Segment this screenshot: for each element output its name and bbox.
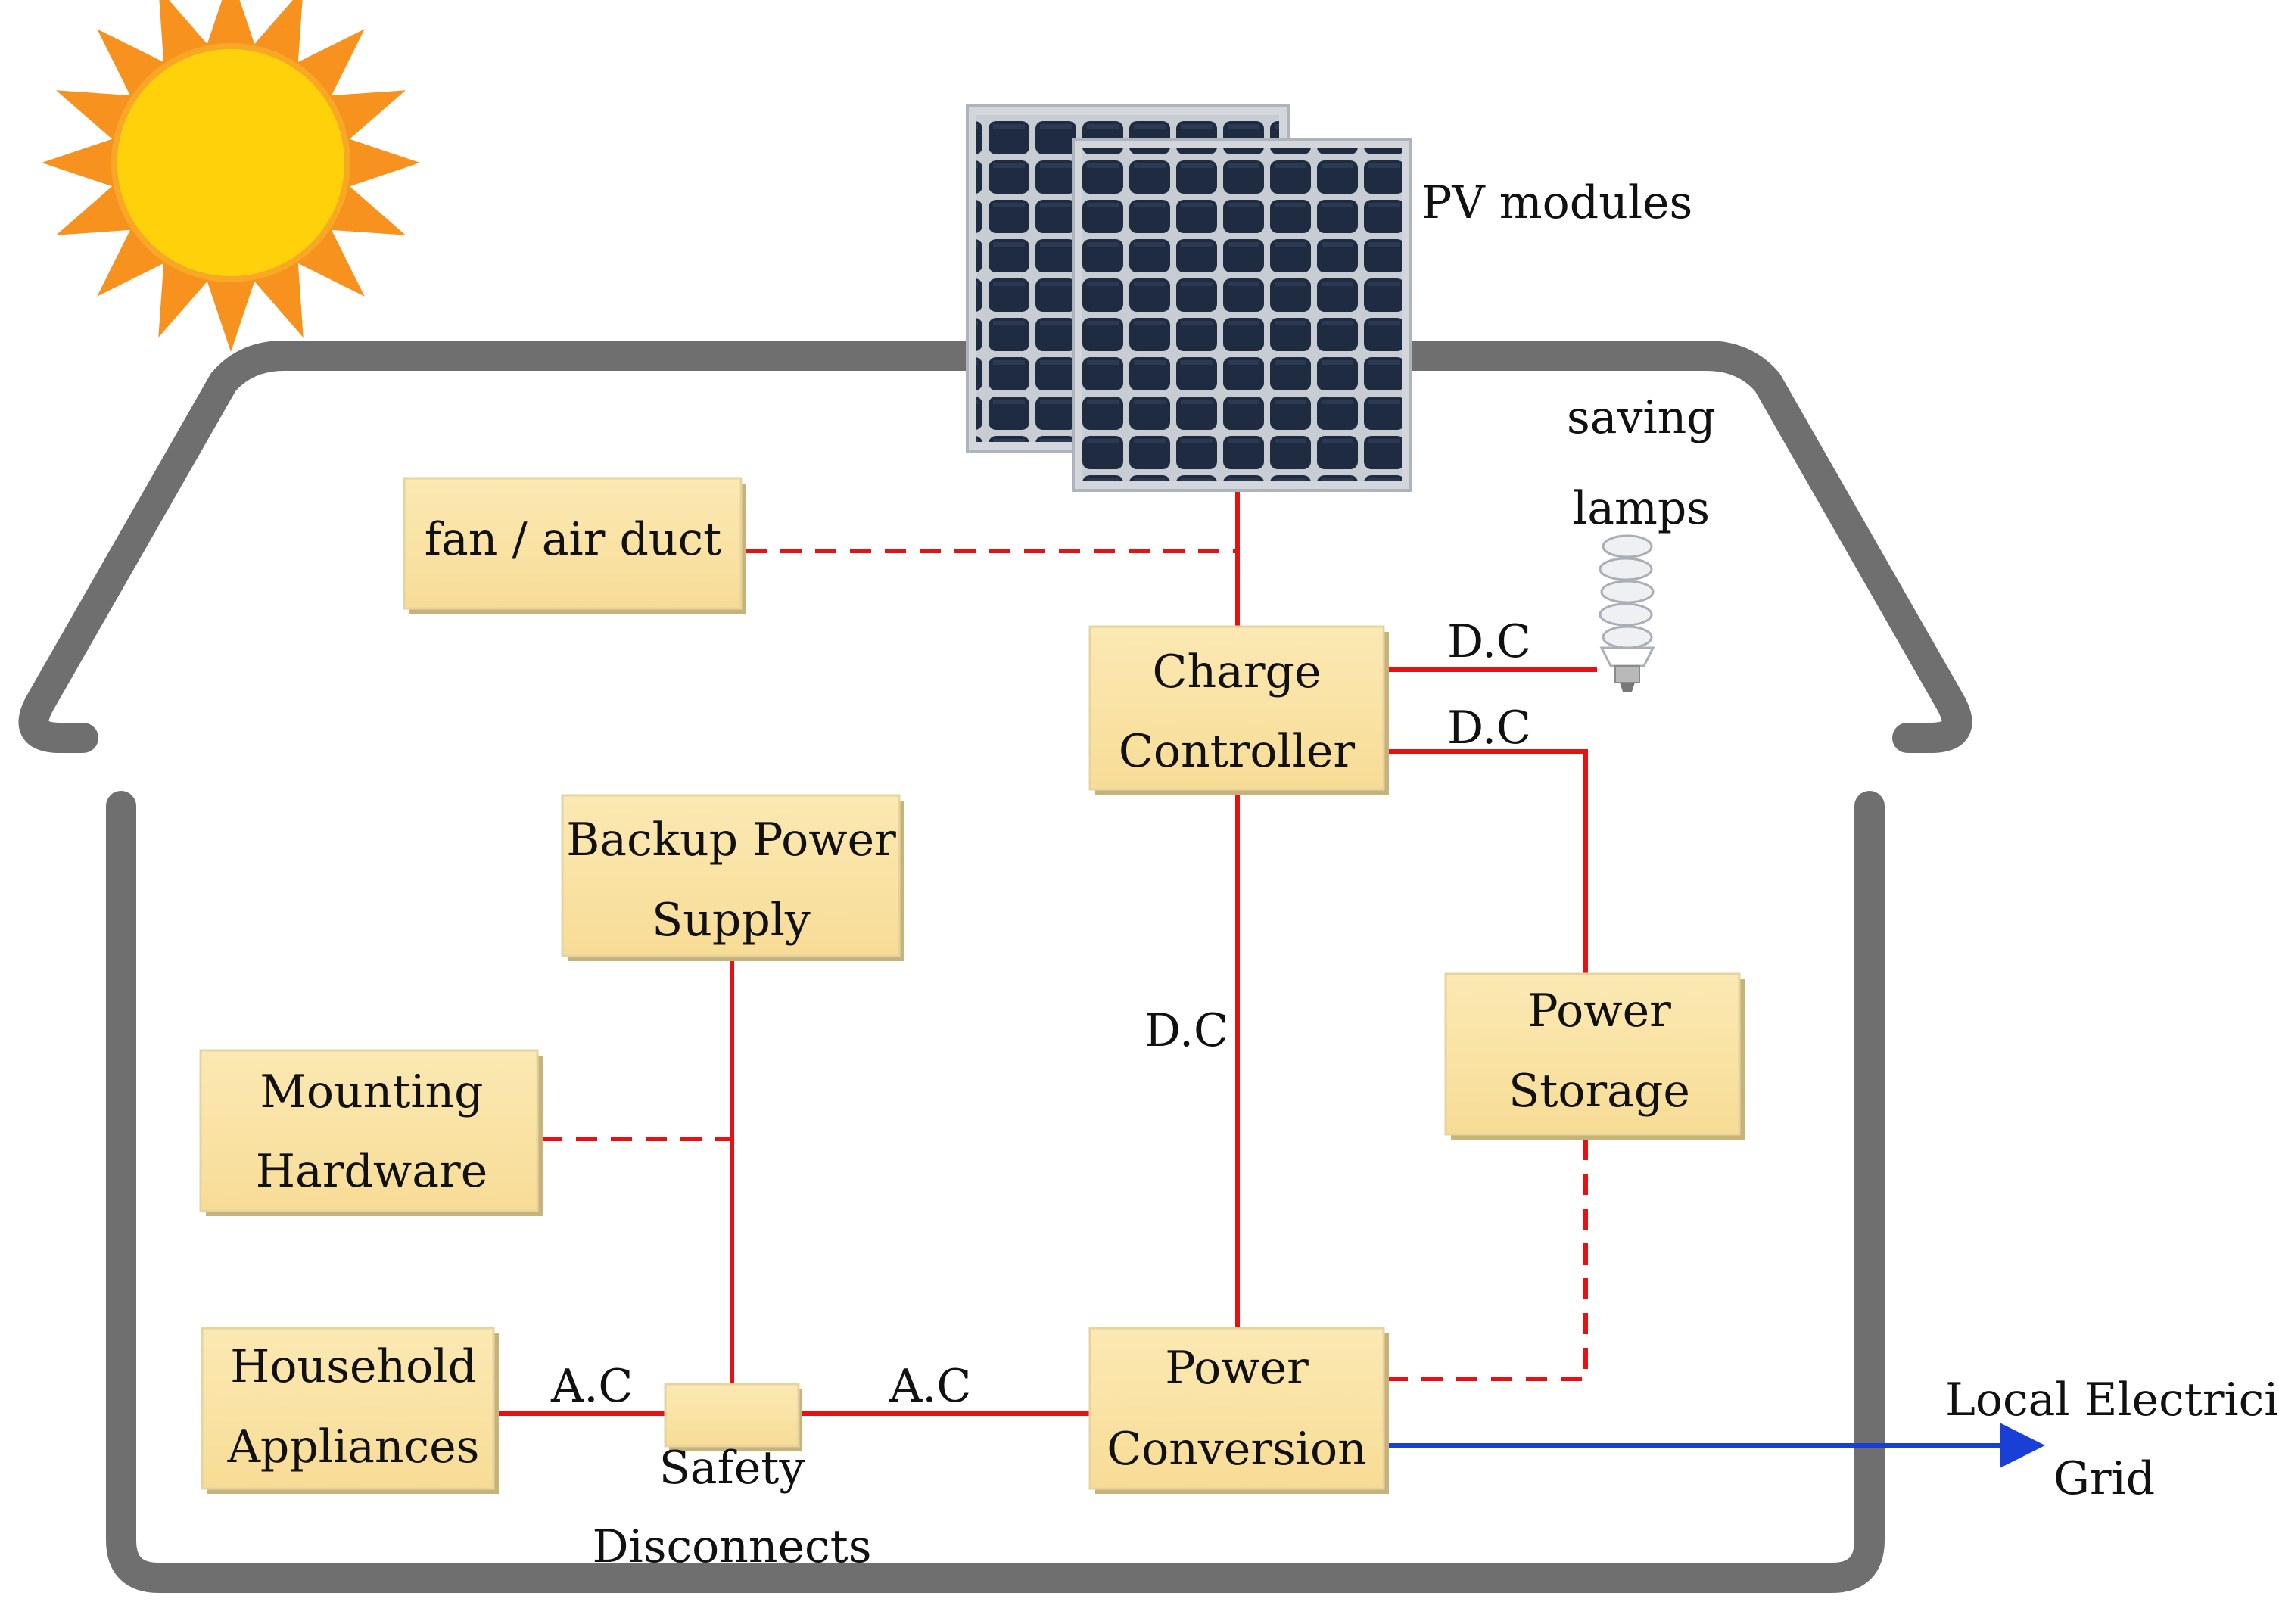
household-appliances-box: Household Appliances [201,1327,499,1494]
charge-controller-line2: Controller [1119,725,1355,778]
local-electricity-label: Local Electricity [1945,1374,2279,1426]
power-conversion-box: Power Conversion [1088,1327,1389,1494]
power-storage-box: Power Storage [1444,972,1745,1140]
sun-icon [42,0,420,352]
safety-label: Safety [659,1442,805,1495]
backup-power-supply-box: Backup Power Supply [561,794,904,961]
connections [496,484,2045,1468]
mounting-hardware-line2: Hardware [256,1145,488,1198]
saving-label: saving [1567,391,1716,444]
disconnects-label: Disconnects [592,1520,871,1573]
power-conversion-line1: Power [1165,1342,1309,1395]
fan-air-duct-box: fan / air duct [403,477,746,614]
household-appliances-line2: Appliances [227,1420,480,1473]
cfl-bulb-icon [1599,534,1655,692]
grid-label: Grid [2053,1452,2155,1505]
dc-storage-label: D.C [1447,702,1531,754]
ac-right-label: A.C [889,1360,971,1413]
backup-power-supply-line2: Supply [652,894,811,947]
lamps-label: lamps [1573,482,1710,535]
charge-controller-line1: Charge [1153,646,1322,698]
dc-lamp-label: D.C [1447,615,1531,668]
backup-power-supply-line1: Backup Power [566,814,896,866]
charge-to-storage-line [1385,749,1588,978]
mounting-hardware-line1: Mounting [260,1066,483,1118]
storage-to-conversion-dashed [1385,1139,1588,1381]
solar-panel-icon [966,104,1412,492]
charge-controller-box: Charge Controller [1088,625,1389,795]
power-storage-line1: Power [1527,985,1671,1038]
power-conversion-line2: Conversion [1107,1423,1367,1476]
fan-air-duct-label: fan / air duct [425,513,721,566]
power-storage-line2: Storage [1508,1065,1690,1118]
ac-left-label: A.C [550,1360,633,1413]
safety-disconnect-box [664,1383,802,1451]
walls-outline [106,791,1885,1593]
household-appliances-line1: Household [230,1340,477,1393]
pv-modules-label: PV modules [1421,176,1692,229]
mounting-hardware-box: Mounting Hardware [199,1049,543,1216]
pv-panel-front [1072,138,1412,492]
dc-main-label: D.C [1144,1004,1228,1057]
